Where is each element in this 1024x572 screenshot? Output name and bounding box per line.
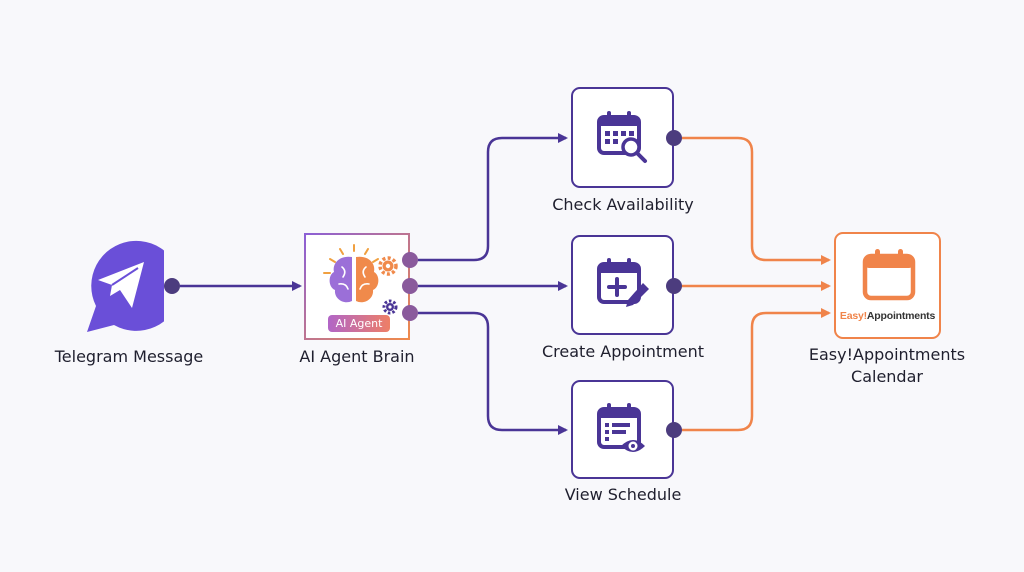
calendar-icon <box>862 249 916 301</box>
agent-label: AI Agent Brain <box>299 347 415 366</box>
telegram-output-port[interactable] <box>164 278 180 294</box>
calendar-label: Easy!Appointments Calendar <box>787 344 987 388</box>
calendar-label-line1: Easy!Appointments <box>808 345 966 364</box>
check-availability-node[interactable] <box>571 87 674 188</box>
check-label: Check Availability <box>552 195 694 214</box>
create-label: Create Appointment <box>542 342 704 361</box>
easy-appointments-logo: Easy!Appointments <box>839 310 936 322</box>
calendar-label-line2: Calendar <box>851 367 923 386</box>
wire-agent-check <box>418 133 568 262</box>
calendar-node[interactable]: Easy!Appointments <box>834 232 941 339</box>
view-output-port[interactable] <box>666 422 682 438</box>
calendar-search-icon <box>596 110 647 163</box>
brain-icon <box>323 244 398 315</box>
check-output-port[interactable] <box>666 130 682 146</box>
calendar-view-icon <box>596 402 645 452</box>
telegram-node[interactable] <box>74 230 182 340</box>
ai-agent-node[interactable]: AI Agent <box>304 233 410 340</box>
telegram-label: Telegram Message <box>54 347 204 366</box>
wire-check-calendar <box>682 136 831 265</box>
calendar-add-icon <box>596 258 649 307</box>
view-schedule-node[interactable] <box>571 380 674 479</box>
agent-output-port-3[interactable] <box>402 305 418 321</box>
ai-agent-badge: AI Agent <box>328 315 390 332</box>
wire-agent-view <box>418 311 568 435</box>
create-output-port[interactable] <box>666 278 682 294</box>
view-label: View Schedule <box>564 485 682 504</box>
create-appointment-node[interactable] <box>571 235 674 335</box>
agent-output-port-2[interactable] <box>402 278 418 294</box>
agent-output-port-1[interactable] <box>402 252 418 268</box>
gear-icon <box>378 256 398 276</box>
gear-icon <box>382 299 398 315</box>
paper-plane-icon <box>87 240 182 332</box>
wire-view-calendar <box>682 308 831 432</box>
